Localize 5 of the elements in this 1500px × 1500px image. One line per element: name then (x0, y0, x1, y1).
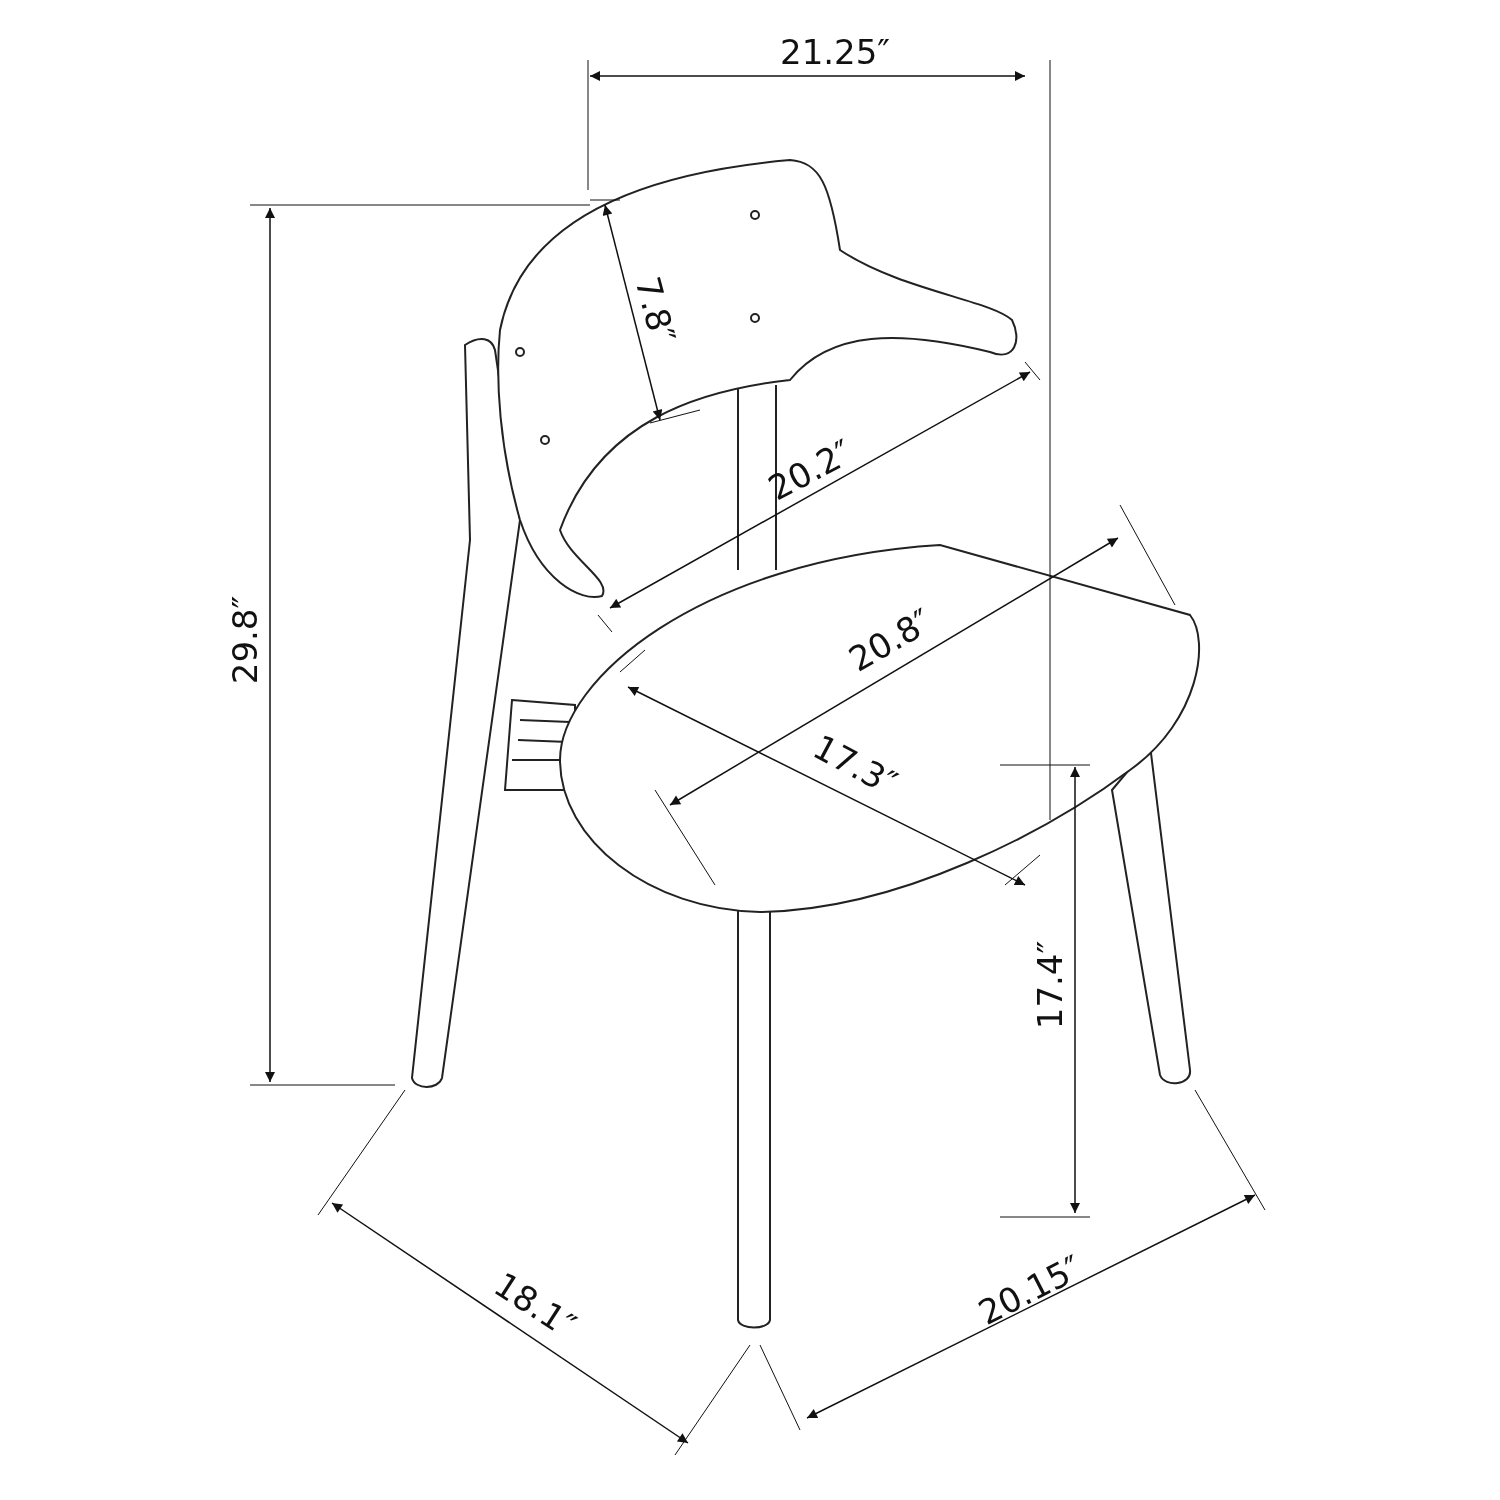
dimension-label: 17.4″ (1033, 940, 1068, 1030)
dimension-label: 7.8″ (629, 273, 680, 347)
dimension-label: 21.25″ (780, 35, 891, 69)
dimension-label: 29.8″ (228, 595, 263, 685)
dimension-label: 17.3″ (808, 729, 903, 801)
